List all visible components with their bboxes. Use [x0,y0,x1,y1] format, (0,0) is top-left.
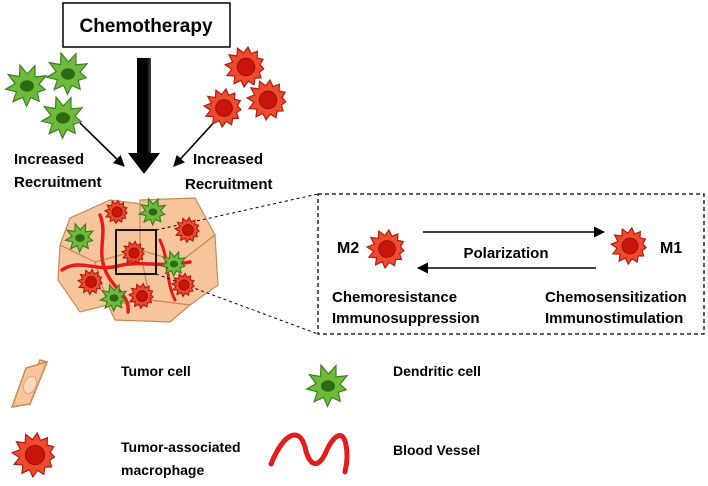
legend-blood-vessel-label: Blood Vessel [393,442,480,458]
left-recruitment-label-line1: Increased [14,151,84,168]
tumor-macrophage [173,216,200,244]
tumor-macrophage [120,240,145,266]
tumor-dendritic-cell [63,222,95,254]
legend-macrophage-label-line2: macrophage [121,462,204,478]
m2-label: M2 [337,240,359,257]
m2-macrophage [365,228,405,270]
legend-dendritic-cell-icon [305,363,349,408]
legend-macrophage-label-line1: Tumor-associated [121,439,241,455]
tumor-dendritic-cell [137,197,167,227]
legend-tumor-cell-icon [10,359,49,408]
recruited-macrophage [202,87,242,129]
m2-effect-line2: Immunosuppression [332,310,480,327]
legend-dendritic-cell-label: Dendritic cell [393,363,481,379]
legend-tumor-cell-label: Tumor cell [121,363,191,379]
m1-effect-line1: Chemosensitization [545,289,687,306]
zoom-box [115,229,157,275]
zoom-line-top [155,193,319,231]
legend-blood-vessel-icon [268,432,350,475]
legend-macrophage-icon [10,431,56,479]
m1-effect-line2: Immunostimulation [545,310,683,327]
tumor-blood-vessel [98,213,130,314]
left-recruitment-arrow [79,122,125,167]
chemotherapy-box [62,2,231,48]
polarization-label: Polarization [463,245,548,262]
m1-label: M1 [660,240,682,257]
tumor-dendritic-cell [98,283,128,313]
recruited-dendritic-cell [45,51,89,96]
recruited-dendritic-cell [40,95,84,140]
right-recruitment-label-line2: Recruitment [185,176,273,193]
zoom-line-bottom [155,273,319,335]
tumor-dendritic-cell [159,250,187,278]
cell-layer [4,45,647,479]
tumor-macrophage [103,199,128,225]
recruited-dendritic-cell [4,63,48,108]
polarization-inset [317,193,705,335]
tumor-macrophage [170,272,195,298]
chemotherapy-label: Chemotherapy [79,16,212,37]
right-recruitment-arrow [173,117,219,167]
recruited-macrophage [223,45,265,89]
recruited-macrophage [245,78,287,122]
m2-effect-line1: Chemoresistance [332,289,457,306]
left-recruitment-label-line2: Recruitment [14,174,102,191]
chemotherapy-arrow [128,58,160,174]
tumor-macrophage [127,282,154,310]
m1-macrophage [609,226,647,266]
tumor-macrophage [76,268,103,296]
right-recruitment-label-line1: Increased [193,151,263,168]
